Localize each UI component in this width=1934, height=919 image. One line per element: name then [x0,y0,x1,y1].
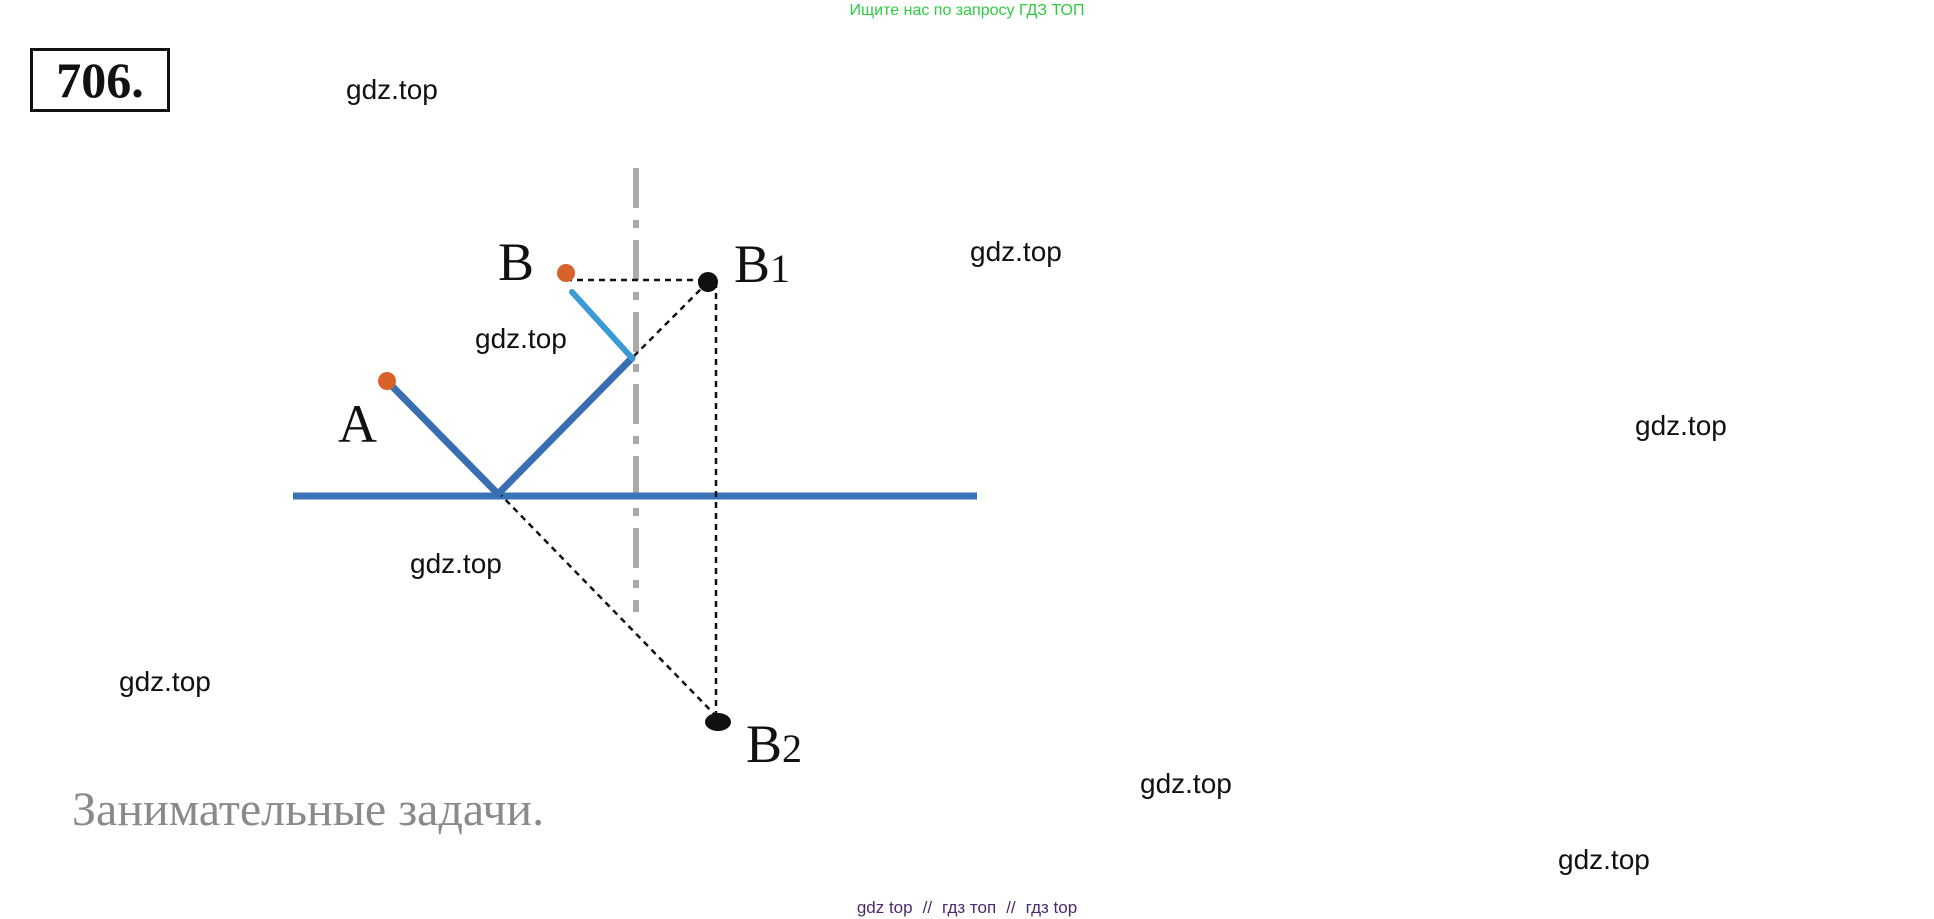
watermark: gdz.top [1635,410,1727,441]
footer-link-2[interactable]: гдз топ [942,898,997,917]
footer: gdz top//гдз топ//гдз top [856,898,1078,917]
dashed-reflect-b2 [497,491,719,719]
label-b1: B1 [734,234,790,294]
path-mirror-to-axis [494,354,636,498]
label-b2: B2 [746,714,802,774]
path-axis-to-b [569,289,635,361]
watermark: gdz.top [119,666,211,697]
top-banner: Ищите нас по запросу ГДЗ ТОП [849,2,1085,19]
watermark: gdz.top [346,74,438,105]
footer-link-3[interactable]: гдз top [1025,898,1078,917]
watermark: gdz.top [475,323,567,354]
path-a-to-mirror [384,378,502,498]
problem-number: 706. [30,48,170,112]
watermark: gdz.top [1140,768,1232,799]
label-b: B [498,232,534,292]
footer-link-1[interactable]: gdz top [856,898,913,917]
watermark: gdz.top [410,548,502,579]
watermark: gdz.top [1558,844,1650,875]
watermark: gdz.top [970,236,1062,267]
point-b1 [698,272,718,292]
point-b2 [705,713,731,731]
label-a: A [338,394,377,454]
section-subtitle: Занимательные задачи. [72,783,545,836]
point-a [378,372,396,390]
point-b [557,264,575,282]
